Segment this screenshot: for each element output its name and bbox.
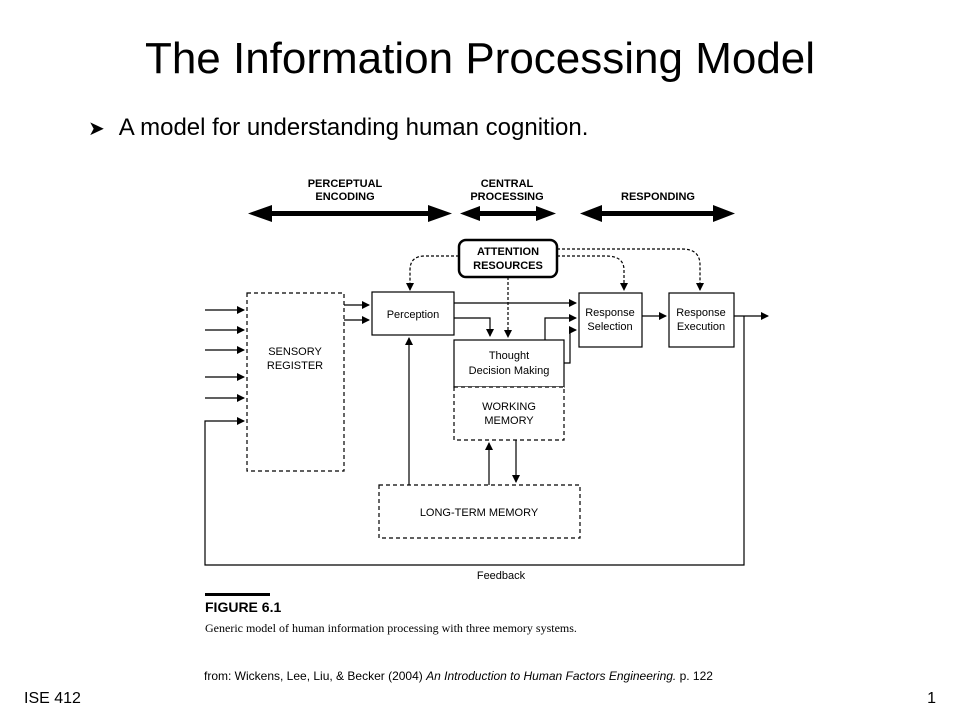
response-execution-label-2: Execution xyxy=(677,321,725,333)
working-memory-label-1: WORKING xyxy=(482,401,536,413)
slide-title: The Information Processing Model xyxy=(144,34,816,83)
thought-label-2: Decision Making xyxy=(469,365,550,377)
perception-label: Perception xyxy=(387,309,440,321)
stage-perceptual-arrow xyxy=(248,205,452,222)
feedback-label: Feedback xyxy=(477,570,526,582)
citation: from: Wickens, Lee, Liu, & Becker (2004)… xyxy=(204,669,713,683)
long-term-memory-box xyxy=(378,484,581,539)
figure-caption: Generic model of human information proce… xyxy=(205,621,577,635)
bullet-text: A model for understanding human cognitio… xyxy=(118,114,589,141)
attention-label-1: ATTENTION xyxy=(477,246,539,258)
bullet-arrow-icon: ➤ xyxy=(88,117,105,140)
citation-prefix: from: Wickens, Lee, Liu, & Becker (2004) xyxy=(204,669,423,683)
footer-course-label: ISE 412 xyxy=(24,690,81,707)
long-term-memory-label: LONG-TERM MEMORY xyxy=(420,507,539,519)
stage-responding-arrow xyxy=(580,205,735,222)
response-selection-label-1: Response xyxy=(585,307,635,319)
figure-number: FIGURE 6.1 xyxy=(205,599,281,615)
input-arrows xyxy=(205,306,245,402)
response-execution-label-1: Response xyxy=(676,307,726,319)
citation-page: p. 122 xyxy=(679,669,713,683)
thought-decision-box xyxy=(453,339,565,388)
response-selection-label-2: Selection xyxy=(587,321,632,333)
sensory-register-box xyxy=(246,292,345,472)
thought-label-1: Thought xyxy=(489,350,529,362)
feedback-loop xyxy=(204,316,745,566)
stage-central-arrow xyxy=(460,206,556,221)
response-selection-box xyxy=(578,292,643,348)
perception-box xyxy=(371,291,455,336)
sensory-label-1: SENSORY xyxy=(268,346,322,358)
slide-page-number: 1 xyxy=(927,690,936,707)
stage-perceptual-label-1: PERCEPTUAL xyxy=(308,178,383,190)
response-execution-box xyxy=(668,292,735,348)
stage-responding-label: RESPONDING xyxy=(621,191,695,203)
stage-perceptual-label-2: ENCODING xyxy=(315,191,374,203)
stage-central-label-1: CENTRAL xyxy=(481,178,534,190)
working-memory-box xyxy=(453,386,565,441)
working-memory-label-2: MEMORY xyxy=(484,415,534,427)
figure-rule xyxy=(205,593,270,596)
citation-book-title: An Introduction to Human Factors Enginee… xyxy=(426,669,677,683)
attention-label-2: RESOURCES xyxy=(473,260,543,272)
attention-flow-lines xyxy=(406,248,704,338)
sensory-label-2: REGISTER xyxy=(267,360,323,372)
bullet-item: ➤ A model for understanding human cognit… xyxy=(88,114,588,142)
stage-central-label-2: PROCESSING xyxy=(470,191,543,203)
